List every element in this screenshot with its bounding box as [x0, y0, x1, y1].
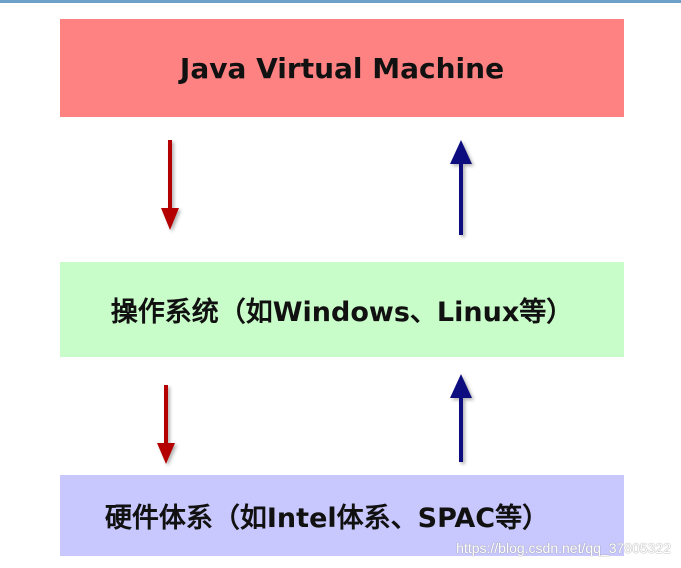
watermark: https://blog.csdn.net/qq_37805322: [456, 540, 671, 556]
up-arrow-hardware-to-os: [450, 374, 472, 462]
hardware-layer-label: 硬件体系（如Intel体系、SPAC等）: [104, 503, 550, 534]
os-layer: 操作系统（如Windows、Linux等）: [60, 262, 624, 357]
top-border: [0, 0, 681, 3]
up-arrow-os-to-jvm: [450, 140, 472, 235]
hardware-layer: 硬件体系（如Intel体系、SPAC等）: [60, 475, 624, 556]
jvm-layer: Java Virtual Machine: [60, 19, 624, 117]
os-layer-label: 操作系统（如Windows、Linux等）: [110, 297, 574, 328]
down-arrow-jvm-to-os: [161, 140, 179, 230]
down-arrow-os-to-hardware: [157, 385, 175, 464]
jvm-layer-label: Java Virtual Machine: [179, 51, 505, 85]
